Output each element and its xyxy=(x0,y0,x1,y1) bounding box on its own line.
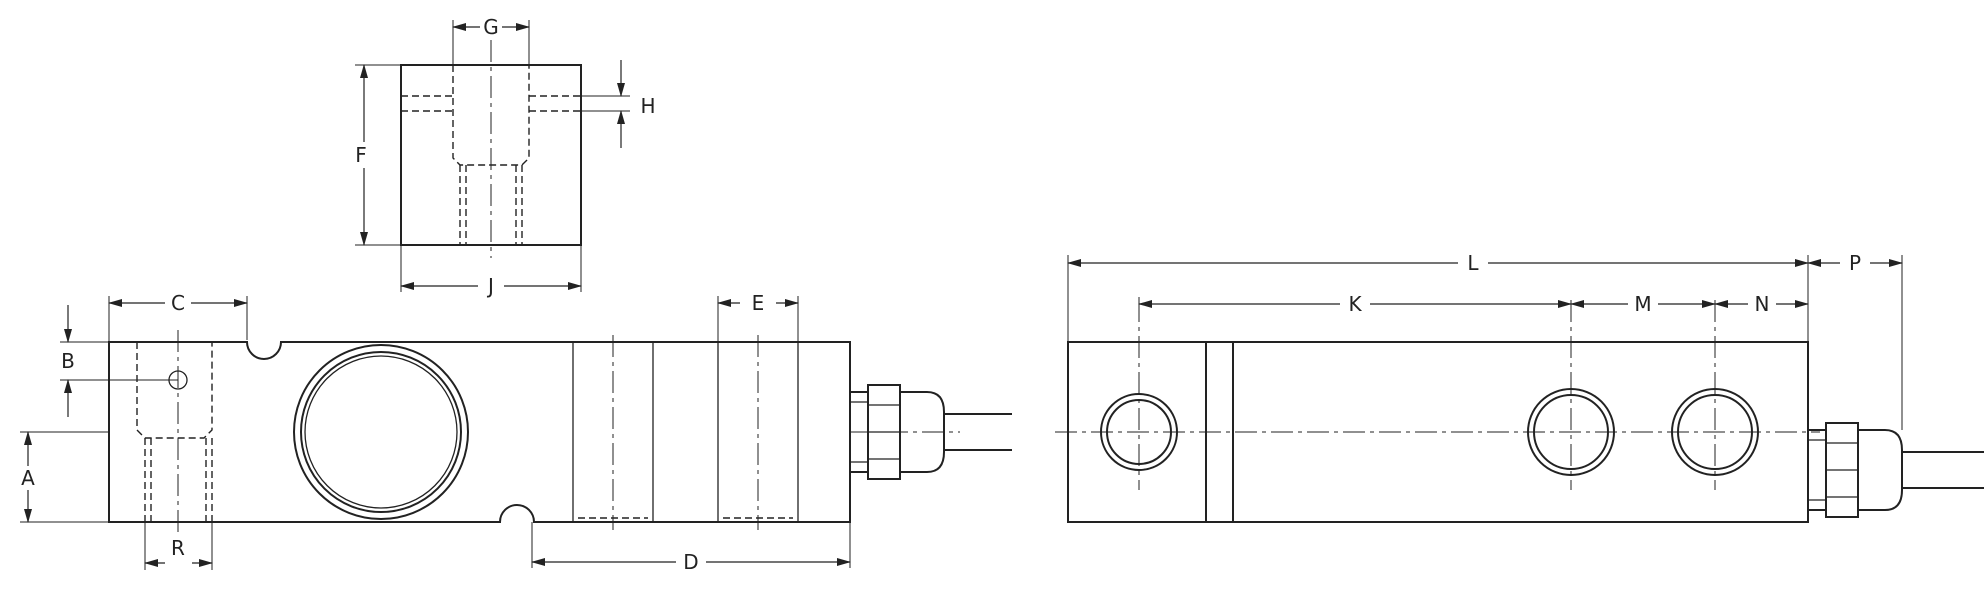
end-view: G H F J xyxy=(355,15,656,298)
dim-label-j: J xyxy=(486,274,494,298)
dim-label-a: A xyxy=(21,466,35,490)
dim-label-m: M xyxy=(1634,292,1651,316)
dim-label-p: P xyxy=(1849,251,1861,275)
dim-label-c: C xyxy=(171,291,185,315)
dim-label-k: K xyxy=(1348,292,1362,316)
dim-label-h: H xyxy=(640,94,655,118)
dim-label-d: D xyxy=(683,550,698,574)
dim-label-g: G xyxy=(483,15,499,39)
side-view: C B A R D E xyxy=(20,291,1012,574)
dim-label-b: B xyxy=(61,349,75,373)
top-view: L K M N P xyxy=(1055,251,1984,523)
dim-label-e: E xyxy=(752,291,765,315)
dim-label-l: L xyxy=(1467,251,1479,275)
dim-label-f: F xyxy=(355,143,367,167)
dim-label-n: N xyxy=(1755,292,1770,316)
dim-label-r: R xyxy=(171,536,185,560)
